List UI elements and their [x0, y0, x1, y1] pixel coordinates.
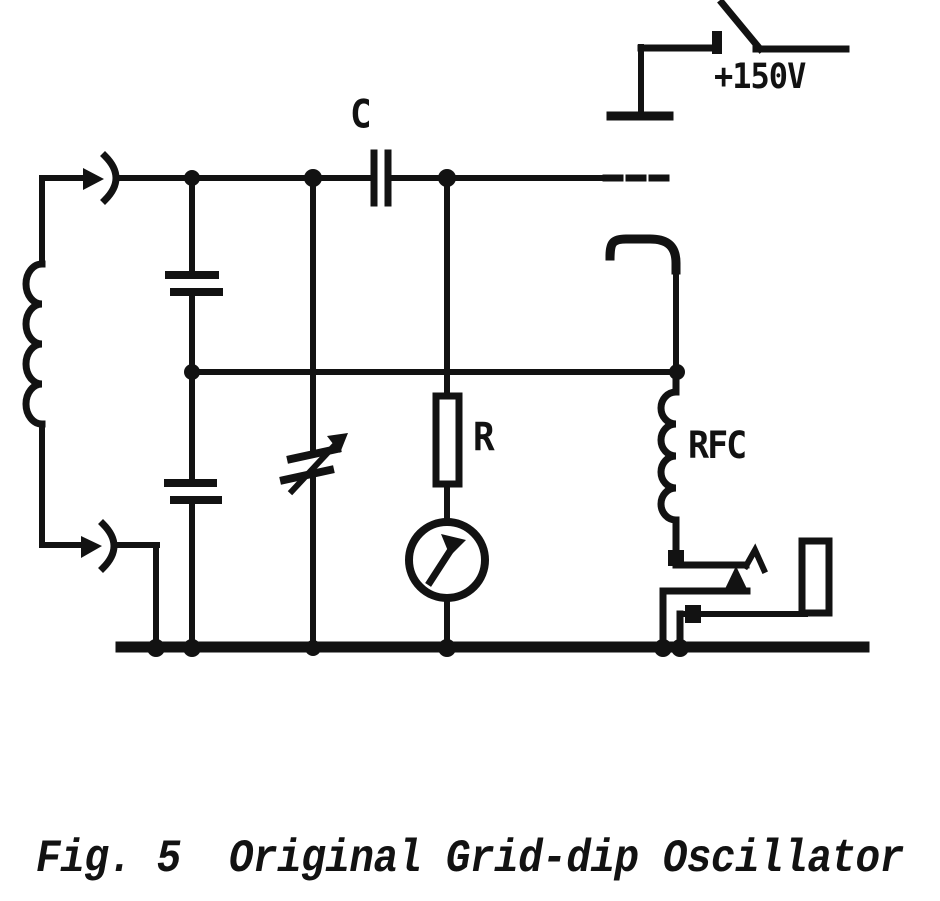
contact-hook	[741, 543, 768, 574]
meter-needle	[425, 543, 457, 587]
plug-rectangle	[798, 537, 833, 617]
junction-dots	[184, 169, 685, 380]
variable-capacitor	[279, 175, 348, 649]
grid-resistor-r	[432, 175, 463, 524]
filament-jack-assembly	[659, 537, 833, 650]
power-switch	[637, 0, 850, 54]
coil-plug-connector-bottom-icon	[81, 519, 160, 649]
junction-blob	[685, 605, 701, 623]
capacitor-c-label: C	[350, 92, 372, 138]
figure-caption: Fig. 5 Original Grid-dip Oscillator	[36, 834, 904, 886]
top-wire	[39, 175, 606, 267]
resistor-r-label: R	[473, 415, 495, 461]
tank-coil	[22, 260, 85, 548]
series-capacitor-lower	[164, 292, 222, 649]
varcap-arrow-shaft	[287, 442, 338, 496]
tube-cathode	[605, 234, 681, 375]
grid-current-meter	[405, 518, 489, 649]
ground-bus	[115, 639, 870, 657]
tube-plate	[606, 44, 674, 121]
coil-plug-connector-top-icon	[83, 151, 120, 205]
grid-capacitor-c	[370, 149, 392, 207]
varcap-arrow-head	[327, 433, 348, 453]
meter-needle-head	[441, 534, 466, 556]
supply-voltage-label: +150V	[714, 55, 806, 97]
circuit-linework	[22, 0, 870, 657]
circuit-diagram: C R RFC +150V	[22, 0, 870, 657]
rf-choke	[657, 368, 680, 556]
rfc-label: RFC	[688, 424, 747, 468]
switch-lever	[717, 0, 765, 54]
series-capacitor-upper	[165, 175, 223, 296]
contact-arrow	[724, 566, 748, 591]
